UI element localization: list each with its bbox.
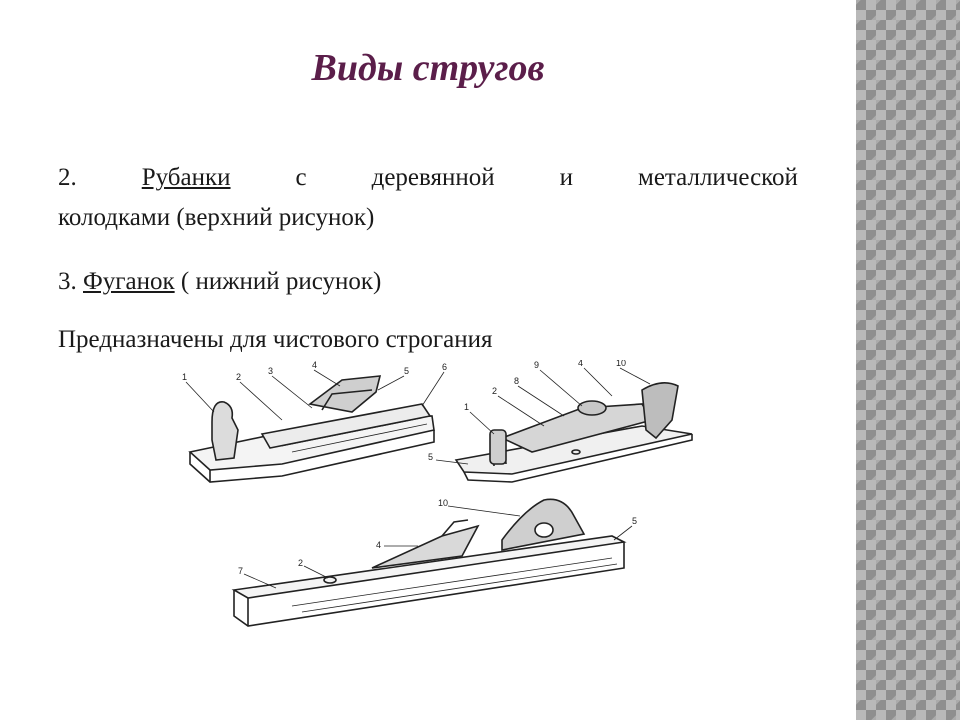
item-number: 2.: [58, 164, 77, 191]
paragraph-planes-line1: 2. Рубанки с деревянной и металлической: [58, 158, 798, 198]
word: деревянной: [371, 164, 495, 191]
label: 7: [238, 566, 243, 576]
wooden-plane-drawing: [188, 375, 435, 483]
word: и: [559, 164, 574, 191]
term-rubanki: Рубанки: [141, 164, 231, 191]
label: 2: [236, 372, 241, 382]
label: 10: [438, 498, 448, 508]
label: 5: [428, 452, 433, 462]
label: 3: [268, 366, 273, 376]
jointer-note: ( нижний рисунок): [180, 268, 382, 295]
metal-plane-callouts: 9 4 10 2 8 1 5: [428, 358, 651, 465]
paragraph-purpose: Предназначены для чистового строгания: [58, 326, 493, 353]
label: 5: [632, 516, 637, 526]
planes-illustration: 1 2 3 4 5 6: [172, 358, 704, 638]
decorative-side-pattern: [856, 0, 960, 720]
word: с: [295, 164, 307, 191]
jointer-drawing: [231, 498, 627, 627]
label: 8: [514, 376, 519, 386]
label: 4: [376, 540, 381, 550]
item-number: 3.: [58, 268, 77, 295]
label: 5: [404, 366, 409, 376]
planes-drawing: 1 2 3 4 5 6: [182, 358, 693, 627]
wooden-plane-callouts: 1 2 3 4 5 6: [182, 360, 447, 421]
paragraph-jointer: 3. Фуганок ( нижний рисунок): [58, 262, 798, 302]
term-fuganok: Фуганок: [83, 268, 175, 295]
label: 10: [616, 360, 626, 368]
label: 4: [578, 360, 583, 368]
label: 6: [442, 362, 447, 372]
label: 4: [312, 360, 317, 370]
label: 2: [298, 558, 303, 568]
jointer-callouts: 10 4 5 7 2: [238, 498, 637, 589]
slide: Виды стругов 2. Рубанки с деревянной и м…: [58, 47, 798, 638]
label: 1: [464, 402, 469, 412]
paragraph-planes-line2: колодками (верхний рисунок): [58, 204, 375, 231]
label: 1: [182, 372, 187, 382]
label: 9: [534, 360, 539, 370]
slide-title: Виды стругов: [311, 47, 545, 89]
metal-plane-drawing: [454, 382, 693, 483]
word: металлической: [638, 164, 798, 191]
paragraph-planes: 2. Рубанки с деревянной и металлической …: [58, 158, 798, 238]
label: 2: [492, 386, 497, 396]
